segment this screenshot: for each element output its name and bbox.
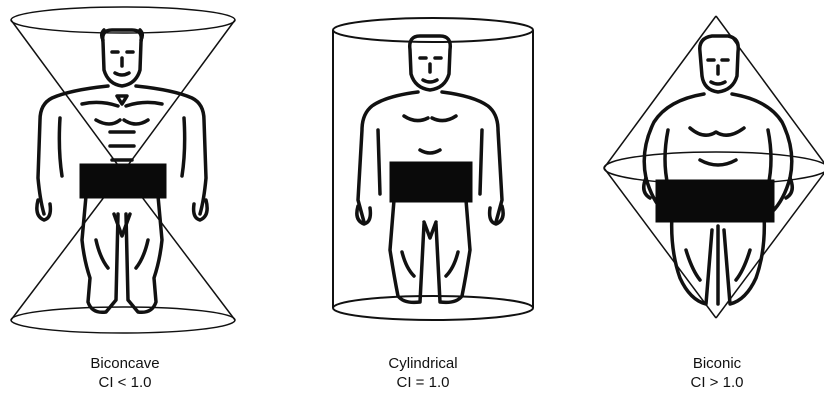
biconcave-ci: CI < 1.0 — [25, 373, 225, 392]
biconic-ci: CI > 1.0 — [617, 373, 817, 392]
cylindrical-caption: Cylindrical CI = 1.0 — [323, 354, 523, 392]
biconcave-label: Biconcave — [25, 354, 225, 373]
cylindrical-panel — [333, 18, 533, 320]
obese-man-figure — [644, 36, 793, 304]
swim-trunks — [390, 162, 472, 202]
biconcave-panel — [11, 7, 235, 333]
biconic-caption: Biconic CI > 1.0 — [617, 354, 817, 392]
cylindrical-label: Cylindrical — [323, 354, 523, 373]
biconcave-caption: Biconcave CI < 1.0 — [25, 354, 225, 392]
swim-trunks — [656, 180, 774, 222]
biconic-panel — [604, 16, 824, 318]
biconic-label: Biconic — [617, 354, 817, 373]
cylindrical-ci: CI = 1.0 — [323, 373, 523, 392]
swim-trunks — [80, 164, 166, 198]
